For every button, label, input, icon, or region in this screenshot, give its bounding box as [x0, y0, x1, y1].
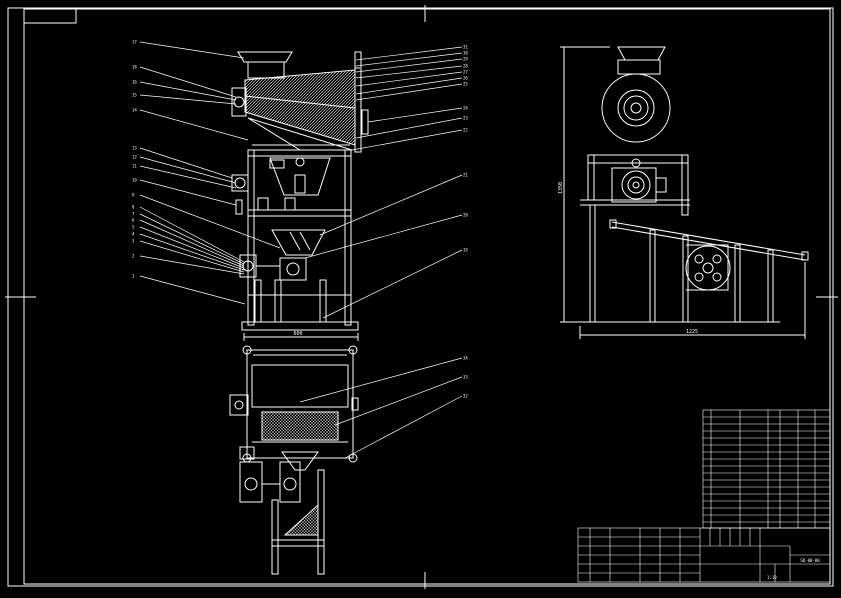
callout-number: 28	[463, 64, 468, 69]
callout-number: 10	[132, 178, 137, 183]
callout-number: 27	[463, 70, 468, 75]
callout-number: 9	[132, 193, 135, 198]
callout-number: 5	[132, 225, 135, 230]
callout-number: 11	[132, 164, 137, 169]
front-right-leaders	[304, 46, 463, 319]
plan-leaders	[299, 357, 463, 459]
callout-number: 14	[132, 108, 137, 113]
callout-number: 6	[132, 218, 135, 223]
side-height-dimension: 1350	[558, 182, 564, 194]
callout-number: 30	[463, 51, 468, 56]
callout-number: 2	[132, 254, 135, 259]
parts-list	[702, 409, 831, 529]
callout-number: 25	[463, 82, 468, 87]
plan-view	[229, 345, 359, 575]
side-width-dimension: 1225	[686, 329, 698, 335]
callout-number: 32	[463, 394, 468, 399]
drawing-number: SD-00-00	[800, 558, 820, 563]
callout-number: 15	[132, 93, 137, 98]
callout-number: 16	[132, 80, 137, 85]
front-view	[231, 51, 369, 341]
callout-number: 4	[132, 232, 135, 237]
callout-number: 8	[132, 205, 135, 210]
callout-number: 12	[132, 155, 137, 160]
callout-number: 31	[463, 45, 468, 50]
callout-number: 13	[132, 146, 137, 151]
sieve-drum	[231, 51, 369, 153]
callout-number: 19	[463, 248, 468, 253]
drawing-scale: 1:10	[767, 575, 777, 580]
callout-number: 21	[463, 173, 468, 178]
callout-number: 26	[463, 76, 468, 81]
sheet-frame	[5, 5, 838, 589]
front-left-callout-labels: 17 18 16 15 14 13 12 11 10 9 8 76 5 4 3 2 1	[132, 40, 137, 279]
parts-list-rows	[703, 416, 830, 523]
callout-number: 22	[463, 128, 468, 133]
title-block	[577, 527, 831, 583]
callout-number: 17	[132, 40, 137, 45]
plan-callout-labels: 34 33 32	[463, 356, 468, 399]
side-view	[560, 46, 809, 339]
callout-number: 24	[463, 106, 468, 111]
callout-number: 1	[132, 274, 135, 279]
callout-number: 18	[132, 65, 137, 70]
callout-number: 7	[132, 212, 135, 217]
callout-number: 33	[463, 375, 468, 380]
callout-number: 29	[463, 57, 468, 62]
front-left-leaders	[139, 41, 281, 305]
callout-number: 23	[463, 116, 468, 121]
callout-number: 34	[463, 356, 468, 361]
front-base-dimension: 600	[293, 331, 302, 337]
callout-number: 20	[463, 213, 468, 218]
callout-number: 3	[132, 239, 135, 244]
